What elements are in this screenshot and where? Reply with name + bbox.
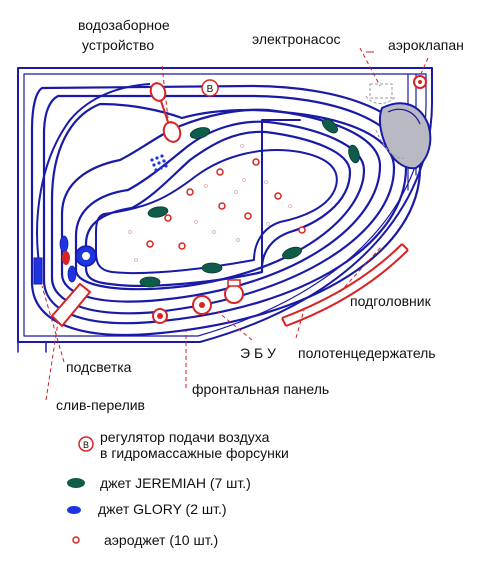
headrest bbox=[378, 102, 432, 170]
aerojet bbox=[298, 226, 306, 234]
leader-air-valve bbox=[419, 57, 429, 77]
legend-air-regulator-line1: регулятор подачи воздуха bbox=[100, 429, 270, 445]
outer-rim bbox=[17, 67, 434, 343]
basin-contour-5 bbox=[74, 120, 366, 291]
aerojets bbox=[146, 158, 306, 250]
intake-nozzle-grid bbox=[150, 154, 168, 172]
legend-aerojet-label: аэроджет (10 шт.) bbox=[104, 532, 218, 548]
pump-sketch bbox=[365, 83, 405, 159]
aerojet bbox=[146, 240, 154, 248]
jeremiah-jet bbox=[147, 206, 169, 218]
callouts: водозаборное устройство электронасос аэр… bbox=[56, 17, 464, 413]
leader-backlight bbox=[41, 285, 65, 363]
glory-jets bbox=[59, 235, 77, 283]
ecu bbox=[192, 279, 244, 315]
leader-water-intake bbox=[161, 65, 169, 119]
basin-floor bbox=[95, 149, 338, 275]
aerojet bbox=[178, 242, 186, 250]
jeremiah-jet bbox=[139, 276, 161, 288]
glory-jet bbox=[59, 235, 69, 253]
leader-pump bbox=[359, 47, 381, 87]
aerojet bbox=[244, 212, 252, 220]
leader-lines bbox=[41, 47, 429, 401]
legend-air-regulator: В регулятор подачи воздуха в гидромассаж… bbox=[78, 429, 289, 461]
air-regulator-badge: В bbox=[201, 79, 219, 97]
aerojet bbox=[218, 202, 226, 210]
basin-contour-6 bbox=[84, 130, 352, 287]
label-water-intake-line1: водозаборное bbox=[78, 17, 170, 33]
label-air-valve: аэроклапан bbox=[388, 37, 464, 53]
badge-letter: В bbox=[207, 84, 214, 95]
air-valve bbox=[413, 75, 427, 89]
jeremiah-jet bbox=[282, 246, 302, 260]
aerojet bbox=[216, 168, 224, 176]
label-headrest: подголовник bbox=[350, 293, 432, 309]
label-backlight: подсветка bbox=[66, 359, 132, 375]
aerojet bbox=[186, 188, 194, 196]
aerojet bbox=[274, 192, 282, 200]
jeremiah-jets bbox=[139, 118, 360, 288]
glory-jet bbox=[67, 265, 77, 283]
leader-overflow bbox=[45, 321, 59, 401]
label-towel-holder: полотенцедержатель bbox=[298, 345, 436, 361]
jeremiah-jet bbox=[201, 262, 223, 274]
seat-divider bbox=[261, 119, 301, 267]
legend-badge-letter: В bbox=[83, 440, 89, 450]
legend-jeremiah-label: джет JEREMIAH (7 шт.) bbox=[100, 475, 251, 491]
basin-contour-3 bbox=[50, 102, 396, 315]
legend-air-regulator-line2: в гидромассажные форсунки bbox=[100, 445, 289, 461]
bubbles bbox=[128, 144, 292, 262]
label-ecu: Э Б У bbox=[240, 345, 276, 361]
left-shoulder bbox=[36, 83, 151, 271]
aerojet bbox=[164, 214, 172, 222]
backlight bbox=[33, 257, 43, 285]
legend: В регулятор подачи воздуха в гидромассаж… bbox=[67, 429, 289, 548]
legend-jeremiah: джет JEREMIAH (7 шт.) bbox=[67, 475, 251, 491]
label-front-panel: фронтальная панель bbox=[192, 381, 329, 397]
jeremiah-jet bbox=[348, 144, 360, 164]
legend-glory-label: джет GLORY (2 шт.) bbox=[98, 501, 227, 517]
overflow-drain bbox=[50, 245, 97, 328]
label-overflow-drain: слив-перелив bbox=[56, 397, 145, 413]
water-intake bbox=[149, 82, 182, 143]
front-panel-part bbox=[152, 308, 168, 324]
legend-glory: джет GLORY (2 шт.) bbox=[67, 501, 227, 517]
jeremiah-jet bbox=[321, 118, 339, 134]
leader-ecu bbox=[217, 311, 253, 341]
label-water-intake-line2: устройство bbox=[82, 37, 154, 53]
leader-headrest bbox=[339, 245, 383, 293]
leader-towel-holder bbox=[295, 309, 305, 339]
label-pump: электронасос bbox=[252, 31, 341, 47]
aerojet bbox=[252, 158, 260, 166]
basin-contour-2 bbox=[42, 94, 408, 325]
light-lens bbox=[62, 251, 70, 265]
legend-aerojet: аэроджет (10 шт.) bbox=[72, 532, 218, 548]
jeremiah-jet bbox=[189, 127, 211, 139]
towel-holder bbox=[281, 243, 409, 327]
